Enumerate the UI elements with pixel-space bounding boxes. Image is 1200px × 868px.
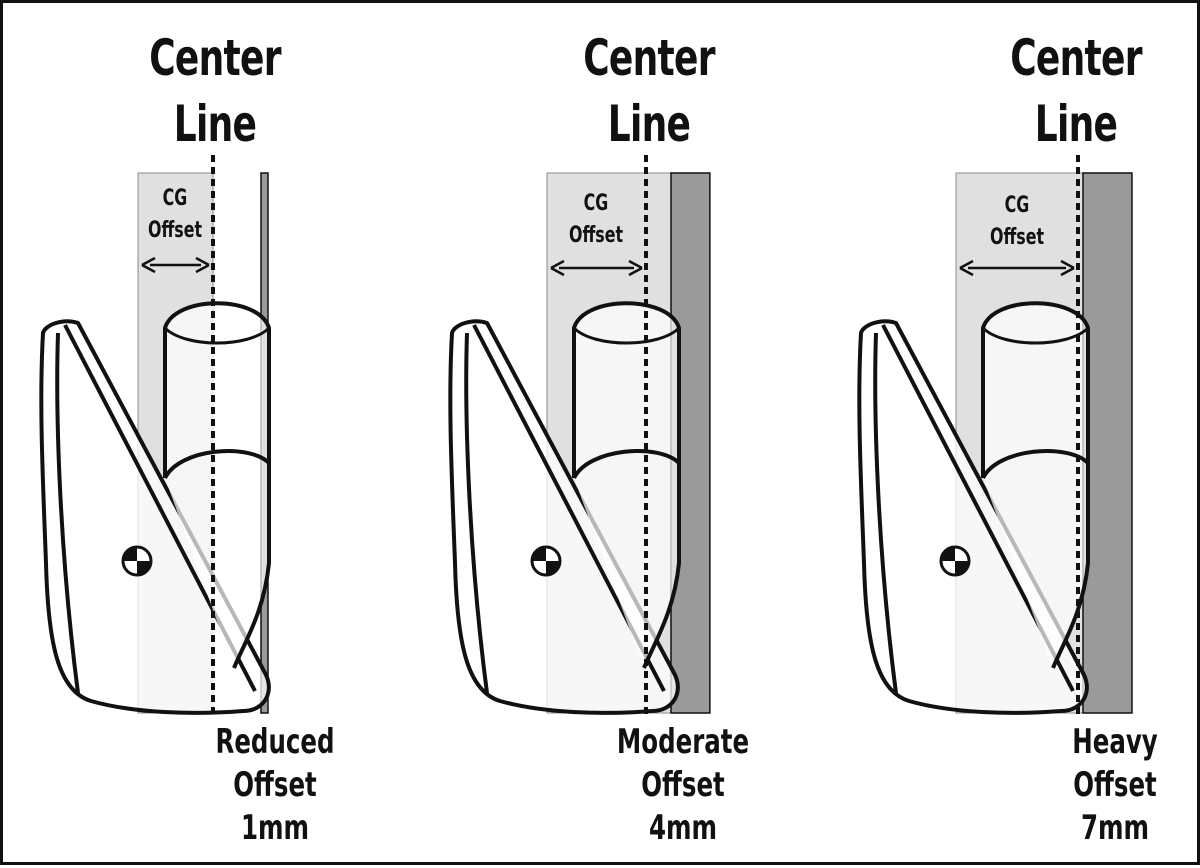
hosel-collar-line [572,449,681,480]
offset-mm-1: 1mm [240,808,310,848]
cg-offset-label-2: CG Offset [560,188,632,252]
offset-level-1: Reduced [215,722,335,762]
hosel-top-rim [163,326,271,345]
offset-mm-3: 7mm [1080,808,1150,848]
hosel-top-rim [981,326,1090,345]
center-line-label-1: Center Line [143,25,287,157]
center-line-word-2: Line [607,95,691,153]
double-arrow-icon [959,259,974,277]
offset-level-2: Moderate [616,722,750,762]
club-head-outline [448,319,680,715]
center-line-label-3: Center Line [1004,25,1148,157]
cg-word-3: CG [1004,193,1030,218]
center-line-word-1: Center [149,29,281,87]
double-arrow-icon [141,256,156,274]
club-head-outline [857,319,1089,715]
club-hosel [163,301,271,669]
offset-word-2: Offset [568,223,624,248]
cg-marker-quadrant [123,547,137,561]
offset-mm-2: 4mm [648,808,718,848]
panel-1 [39,155,271,718]
double-arrow-icon [550,259,565,277]
offset-amount-label-3: Heavy Offset 7mm [1057,721,1172,850]
hosel-top-rim [572,326,681,345]
offset-diagram [39,155,1133,718]
center-line-word-1: Center [583,29,715,87]
cg-word-2: CG [583,191,609,216]
club-sole-line [873,332,898,694]
double-arrow-icon [628,259,643,277]
offset-amount-label-1: Reduced Offset 1mm [210,721,340,850]
double-arrow-icon [1060,259,1075,277]
cg-word-1: CG [162,186,188,211]
club-hosel [572,301,681,669]
offset-word-3: Offset [989,225,1045,250]
offset-word-1: Offset [147,218,203,243]
center-line-word-2: Line [173,95,257,153]
offset-bar [1082,172,1133,714]
center-line-word-1: Center [1010,29,1142,87]
offset-word-label-3: Offset [1073,765,1157,805]
cg-marker-quadrant [955,561,969,575]
club-sole-line [55,332,80,694]
club-hosel [981,301,1090,669]
cg-offset-label-3: CG Offset [981,190,1053,254]
panel-3 [857,155,1133,718]
club-sole-line [464,332,489,694]
cg-marker-quadrant [137,561,151,575]
cg-marker-quadrant [532,547,546,561]
cg-marker-quadrant [546,561,560,575]
panel-2 [448,155,711,718]
cg-marker-quadrant [941,547,955,561]
center-line-word-2: Line [1034,95,1118,153]
offset-level-3: Heavy [1072,722,1158,762]
offset-amount-label-2: Moderate Offset 4mm [611,721,755,850]
double-arrow-icon [195,256,210,274]
hosel-collar-line [163,449,271,480]
cg-offset-label-1: CG Offset [139,183,211,247]
offset-word-label-2: Offset [641,765,725,805]
offset-word-label-1: Offset [233,765,317,805]
center-line-label-2: Center Line [577,25,721,157]
